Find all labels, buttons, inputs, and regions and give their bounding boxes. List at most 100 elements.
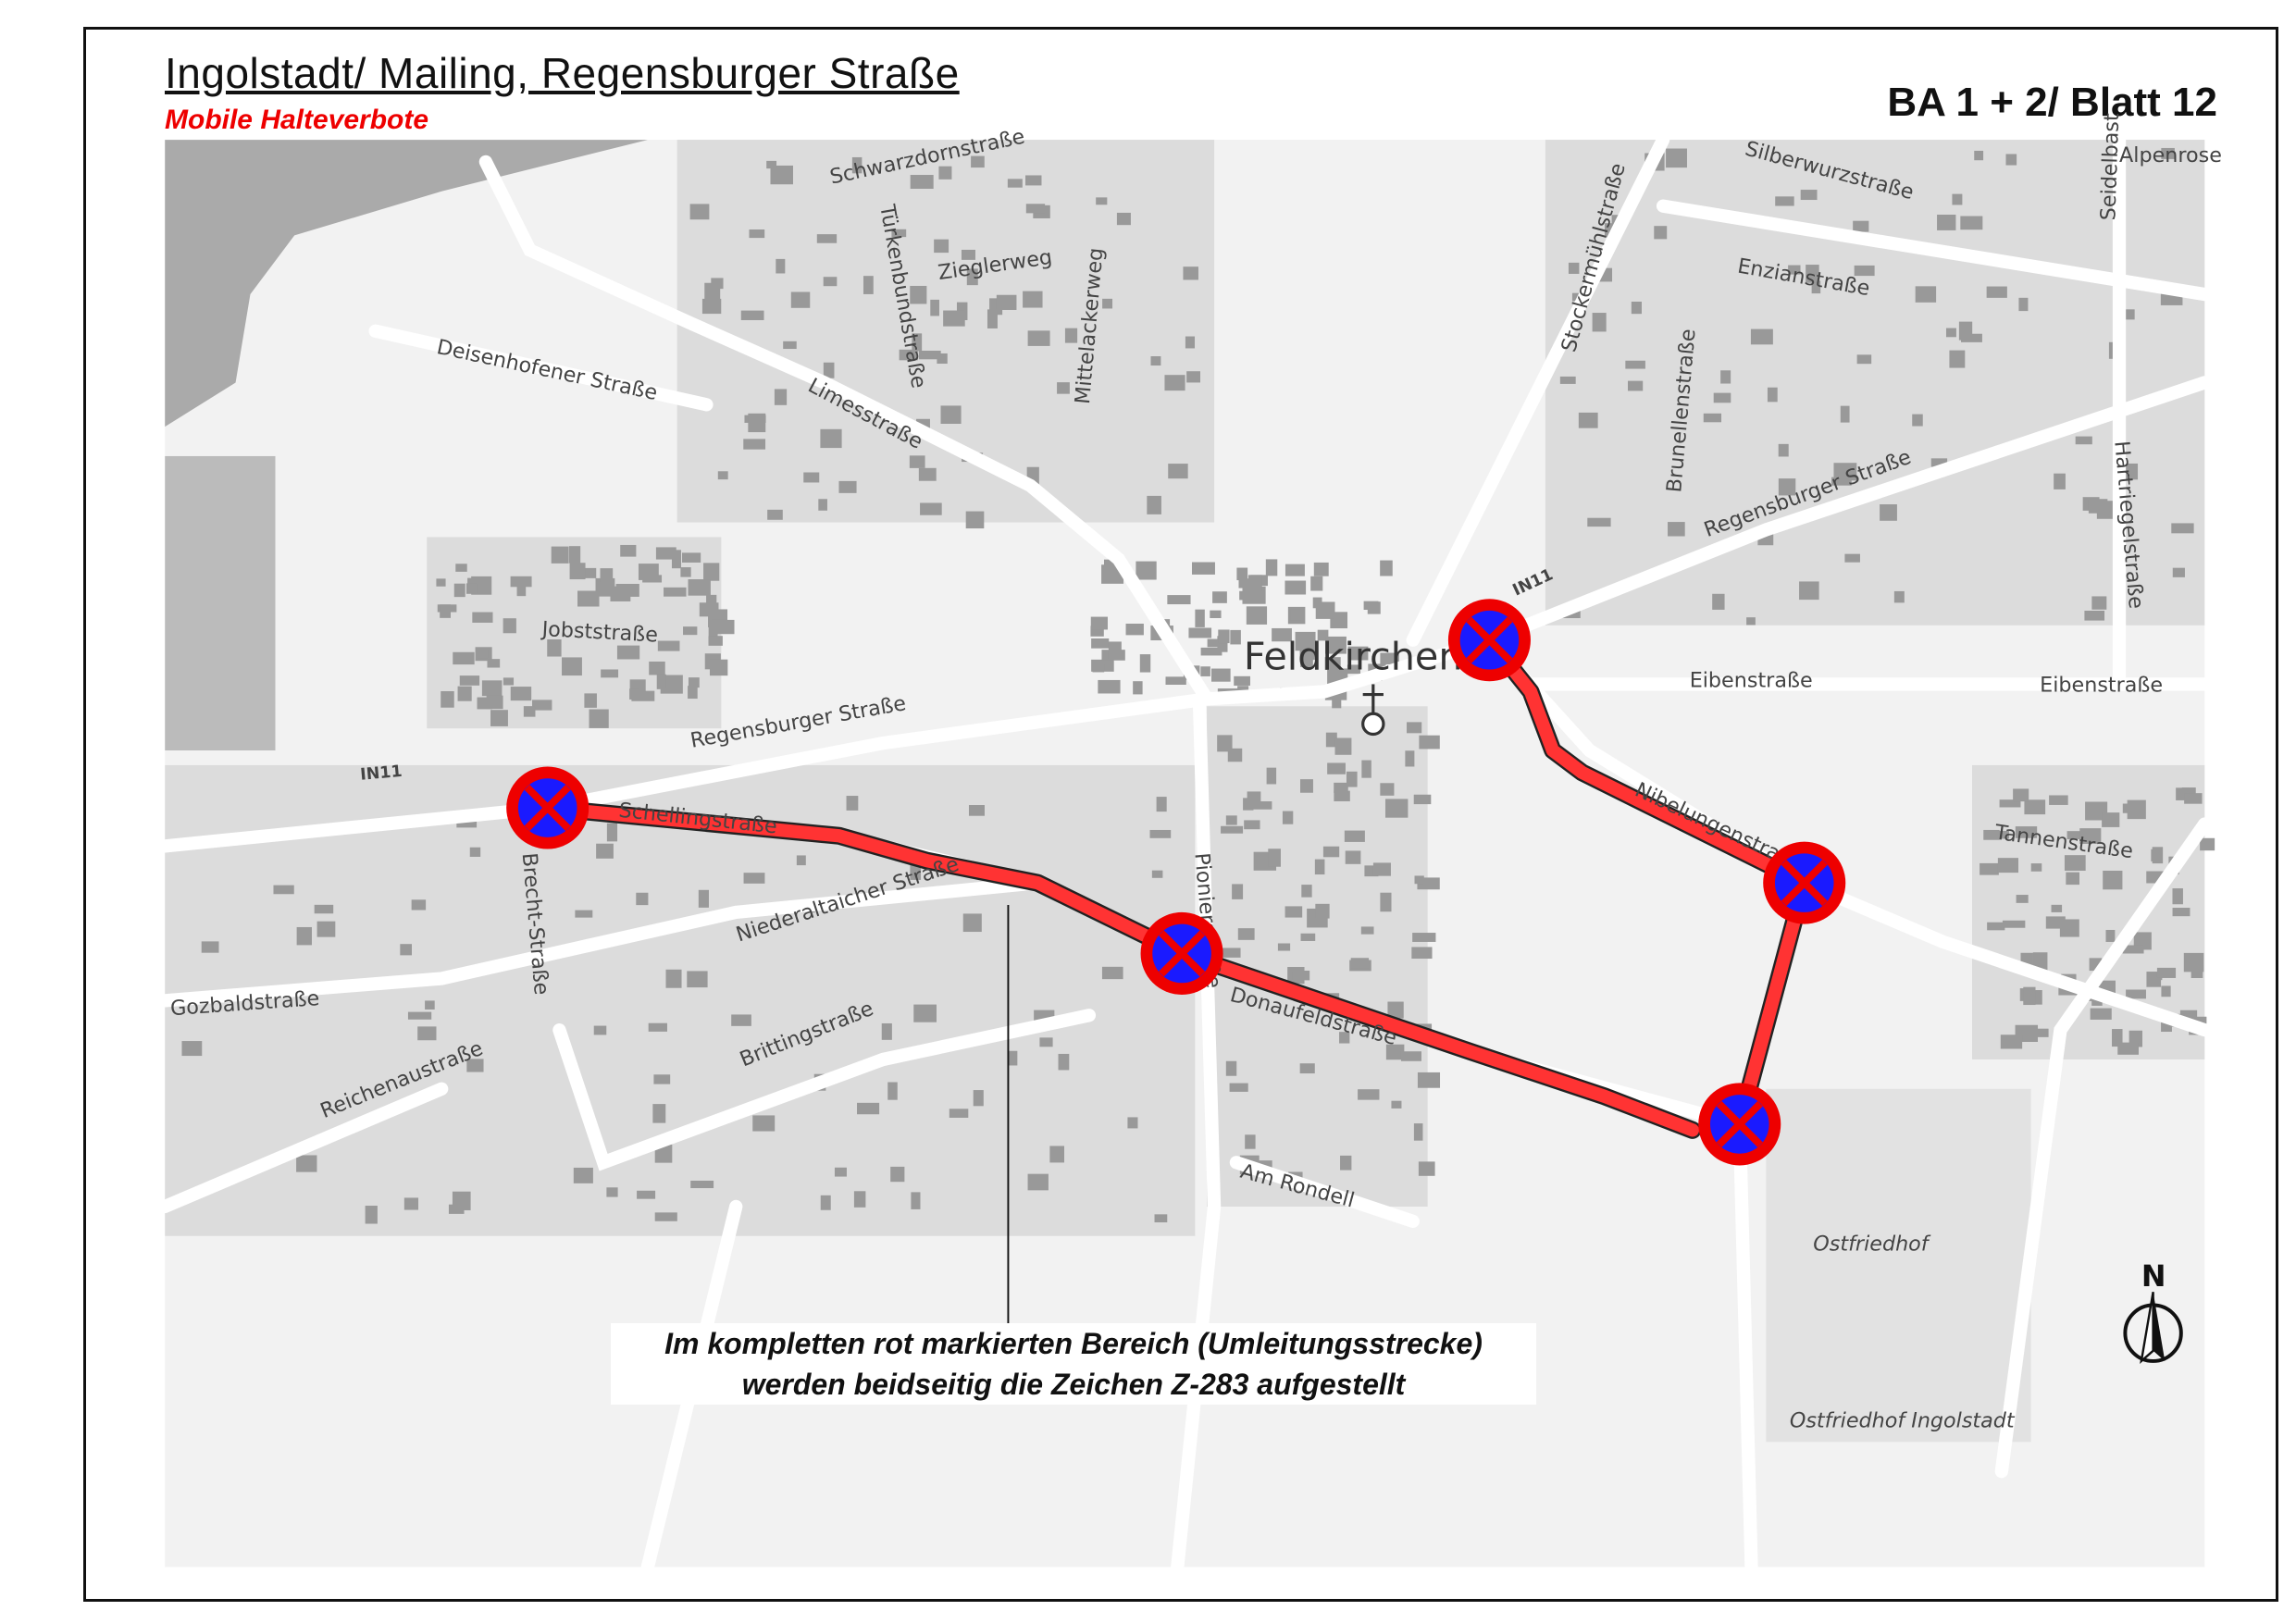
building (1974, 150, 1984, 161)
building (1217, 636, 1228, 652)
building (965, 511, 985, 529)
building (803, 472, 820, 483)
building (1154, 1214, 1168, 1223)
building (1116, 212, 1131, 226)
building (1361, 760, 1371, 778)
building (1325, 636, 1347, 654)
building (1301, 885, 1312, 898)
building (937, 353, 948, 365)
building (1156, 797, 1167, 812)
building (2018, 297, 2029, 312)
building (637, 1190, 656, 1199)
building (2172, 908, 2191, 917)
building (595, 577, 615, 597)
building (1244, 820, 1260, 830)
building (665, 969, 682, 988)
building (1412, 933, 1436, 942)
building (1559, 376, 1576, 384)
building (853, 1191, 866, 1208)
building (1368, 663, 1386, 673)
building (1023, 291, 1043, 308)
building (477, 697, 492, 710)
building (1391, 1100, 1402, 1109)
building (652, 1104, 666, 1123)
sheet-number: BA 1 + 2/ Blatt 12 (1887, 80, 2217, 125)
buildings (181, 147, 2215, 1224)
building (1221, 825, 1244, 834)
building (743, 439, 766, 450)
building (2016, 895, 2029, 903)
no-stopping-sign-icon (506, 766, 590, 849)
building (2002, 920, 2026, 928)
building (996, 294, 1017, 310)
no-stopping-sign-icon (1140, 911, 1223, 995)
building (296, 926, 312, 946)
building (516, 580, 527, 597)
building (2161, 1019, 2172, 1033)
building (1961, 333, 1982, 342)
building (510, 687, 532, 701)
building (2172, 567, 2185, 577)
building (2156, 967, 2177, 978)
building (642, 575, 663, 583)
building (704, 282, 721, 303)
building (1334, 782, 1348, 794)
building (834, 1167, 847, 1177)
building (1314, 859, 1325, 875)
building (688, 579, 711, 596)
building (1225, 815, 1237, 825)
building (1380, 892, 1392, 912)
building (918, 351, 941, 360)
building (457, 686, 472, 701)
building (863, 276, 874, 294)
building (1380, 652, 1399, 664)
building (1334, 790, 1350, 801)
route-note-line: Im kompletten rot markierten Bereich (Um… (664, 1327, 1483, 1360)
building (606, 823, 618, 842)
building (411, 899, 427, 911)
building (1372, 862, 1391, 876)
building (920, 502, 942, 515)
building (1285, 906, 1303, 918)
building (2030, 863, 2042, 872)
building (1229, 1083, 1248, 1092)
building (1668, 522, 1685, 537)
building (629, 688, 640, 700)
no-stopping-sign-icon (1763, 841, 1846, 924)
building (1767, 387, 1778, 403)
building (1854, 265, 1875, 277)
building (1631, 301, 1642, 315)
building (1720, 370, 1731, 384)
building (1811, 280, 1821, 294)
building (1347, 664, 1361, 675)
building (589, 709, 609, 728)
building (1200, 666, 1210, 676)
building (425, 1000, 435, 1010)
north-label: N (2141, 1259, 2166, 1294)
building (1400, 1051, 1421, 1061)
building (1091, 638, 1110, 649)
building (820, 428, 842, 449)
building (1164, 375, 1185, 391)
place-label: Feldkirchen (1244, 635, 1463, 679)
building (1268, 849, 1281, 867)
building (1218, 629, 1230, 644)
building (2161, 985, 2171, 997)
building (940, 405, 962, 425)
building (1363, 601, 1379, 611)
building (770, 165, 793, 185)
map-frame (83, 27, 2278, 1602)
building (1185, 336, 1196, 349)
building (838, 480, 857, 493)
building (1027, 1173, 1049, 1191)
building (1300, 657, 1313, 667)
building (2037, 1028, 2049, 1037)
building (1220, 948, 1241, 958)
building (1282, 811, 1294, 824)
building (1592, 313, 1607, 332)
building (938, 166, 952, 180)
building (1008, 1050, 1018, 1066)
building (943, 310, 965, 327)
building (2023, 986, 2036, 1006)
built-areas (165, 140, 2205, 1443)
